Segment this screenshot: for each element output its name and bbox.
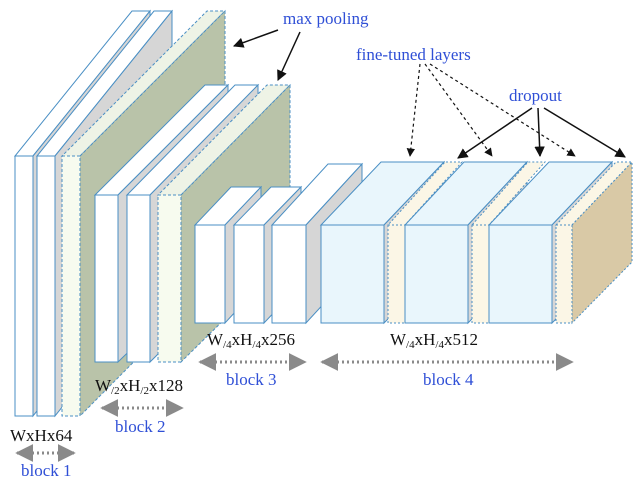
max-pooling-arrows [233, 29, 301, 81]
block-3-label: block 3 [226, 370, 277, 389]
block4-dropout-layer [554, 160, 634, 325]
block3-dimension-label: W/4xH/4x256 [207, 330, 295, 351]
block-1-label: block 1 [21, 461, 72, 480]
block2-dimension-label: W/2xH/2x128 [95, 376, 183, 397]
block-2-label: block 2 [115, 417, 166, 436]
fine-tuned-layers-label: fine-tuned layers [356, 45, 471, 64]
block-4-layers [319, 160, 634, 325]
max-pooling-label: max pooling [283, 9, 369, 28]
block-span-arrows [15, 353, 574, 462]
dropout-arrows [457, 107, 626, 159]
block4-dimension-label: W/4xH/4x512 [390, 330, 478, 351]
block-4-label: block 4 [423, 370, 474, 389]
block1-dimension-label: WxHx64 [10, 426, 73, 445]
dropout-label: dropout [509, 86, 562, 105]
block4-dropout-layer [386, 161, 464, 324]
block4-dropout-layer [470, 161, 547, 324]
fine-tuned-arrows [406, 63, 576, 157]
